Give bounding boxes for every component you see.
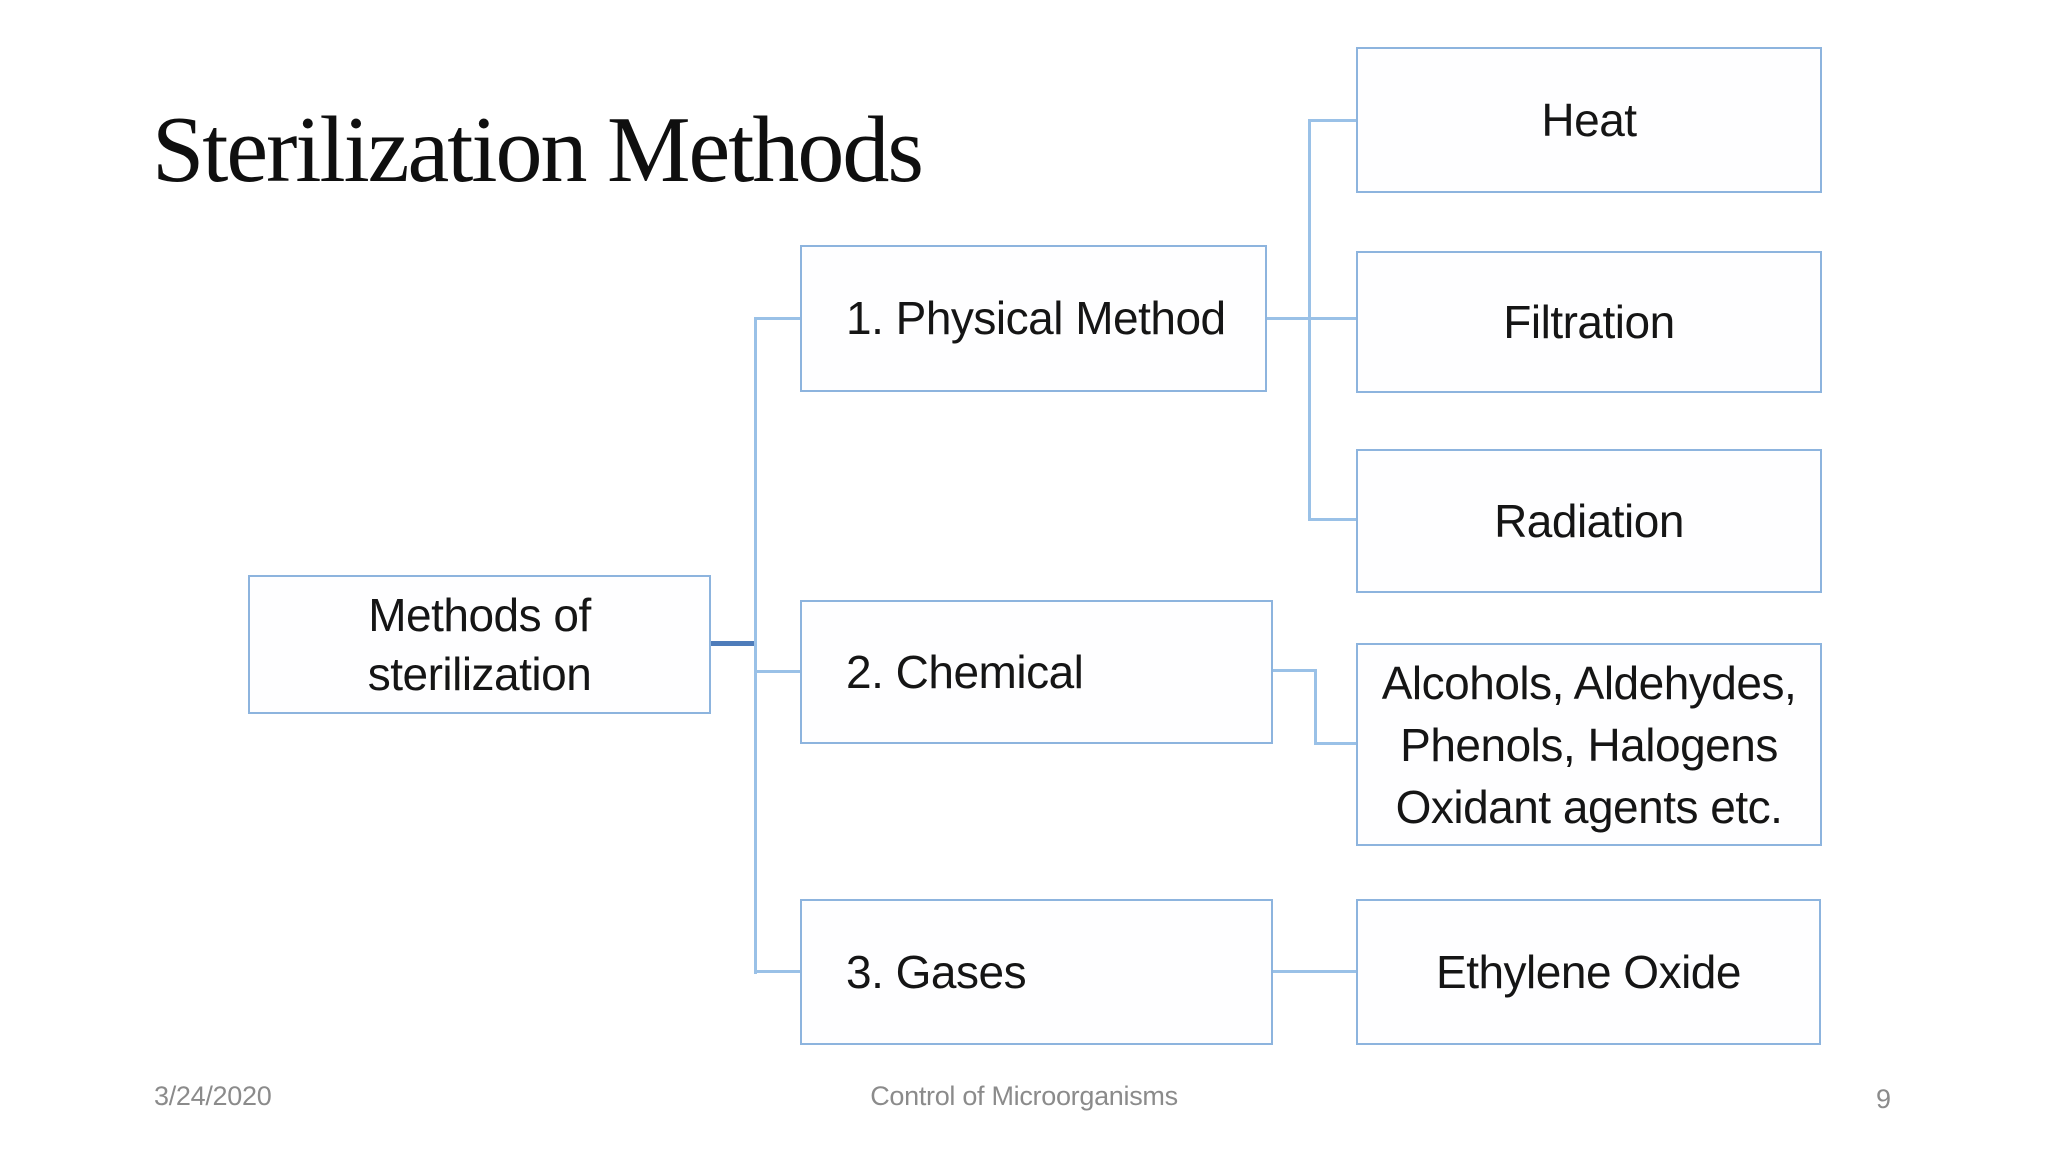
- footer-title: Control of Microorganisms: [870, 1081, 1178, 1111]
- node-label-line: Methods of: [368, 588, 591, 641]
- footer-date: 3/24/2020: [154, 1081, 272, 1111]
- node-chemical: 2. Chemical: [800, 600, 1273, 744]
- node-physical-method: 1. Physical Method: [800, 245, 1267, 392]
- connector-left-trunk: [754, 317, 757, 974]
- connector-physical-to-filtration: [1267, 317, 1356, 320]
- node-methods-of-sterilization: Methods of sterilization: [248, 575, 711, 714]
- node-label-line: Oxidant agents etc.: [1395, 780, 1783, 833]
- node-filtration: Filtration: [1356, 251, 1822, 393]
- connector-trunk-to-radiation: [1311, 518, 1356, 521]
- node-label-line: Alcohols, Aldehydes,: [1381, 656, 1797, 709]
- connector-chemical-down: [1314, 669, 1317, 745]
- node-label: Radiation: [1494, 494, 1684, 547]
- connector-root-to-trunk: [709, 641, 757, 646]
- node-gases: 3. Gases: [800, 899, 1273, 1045]
- connector-to-chemical-agents: [1314, 742, 1356, 745]
- connector-chemical-out: [1273, 669, 1316, 672]
- connector-gases-to-ethylene: [1273, 970, 1356, 973]
- connector-trunk-to-chemical: [757, 670, 800, 673]
- node-label: Ethylene Oxide: [1436, 945, 1741, 998]
- node-label: Filtration: [1503, 295, 1675, 348]
- node-chemical-agents: Alcohols, Aldehydes, Phenols, Halogens O…: [1356, 643, 1822, 846]
- node-label: Heat: [1541, 93, 1637, 146]
- connector-trunk-to-physical: [757, 317, 800, 320]
- node-label-line: sterilization: [367, 647, 592, 700]
- node-heat: Heat: [1356, 47, 1822, 193]
- node-label: 2. Chemical: [846, 645, 1084, 698]
- connector-physical-trunk: [1308, 119, 1311, 521]
- connector-trunk-to-gases: [757, 970, 800, 973]
- node-ethylene-oxide: Ethylene Oxide: [1356, 899, 1821, 1045]
- slide-title: Sterilization Methods: [152, 98, 924, 202]
- footer-page-number: 9: [1876, 1084, 1891, 1114]
- node-radiation: Radiation: [1356, 449, 1822, 593]
- node-label: 3. Gases: [846, 945, 1027, 998]
- connector-trunk-to-heat: [1311, 119, 1356, 122]
- node-label-line: Phenols, Halogens: [1400, 718, 1778, 771]
- node-label: 1. Physical Method: [846, 292, 1226, 345]
